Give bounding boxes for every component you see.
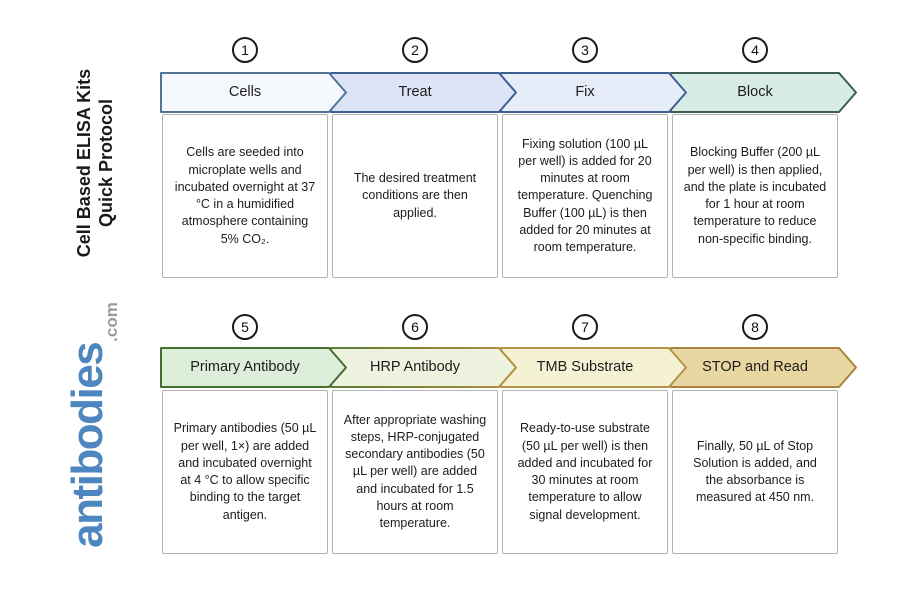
step-8-description: Finally, 50 µL of Stop Solution is added…: [693, 438, 817, 505]
step-5-number: 5: [241, 319, 249, 335]
step-2-description: The desired treatment conditions are the…: [353, 171, 477, 220]
step-5-description-box: Primary antibodies (50 µL per well, 1×) …: [162, 390, 328, 554]
step-4-number-badge: 4: [742, 37, 768, 63]
step-5-arrow-shape: [160, 347, 347, 388]
step-3-label: Fix: [575, 84, 595, 100]
step-2-number: 2: [411, 42, 419, 58]
step-7-description: Ready-to-use substrate (50 µL per well) …: [517, 421, 653, 522]
step-3-description: Fixing solution (100 µL per well) is add…: [517, 136, 653, 255]
diagram-title-line2: Quick Protocol: [96, 98, 116, 228]
brand-name: antibodies: [63, 342, 112, 548]
step-2-description-box: The desired treatment conditions are the…: [332, 114, 498, 278]
step-1-description-box: Cells are seeded into microplate wells a…: [162, 114, 328, 278]
step-1-arrow-shape: [160, 72, 347, 113]
step-6-description-box: After appropriate washing steps, HRP-con…: [332, 390, 498, 554]
step-3-number: 3: [581, 42, 589, 58]
step-5-description: Primary antibodies (50 µL per well, 1×) …: [173, 421, 317, 522]
step-1-label: Cells: [228, 84, 262, 100]
diagram-title-line1: Cell Based ELISA Kits: [74, 68, 94, 258]
step-7-number-badge: 7: [572, 314, 598, 340]
step-1-arrow: [160, 72, 347, 113]
step-4-description: Blocking Buffer (200 µL per well) is the…: [683, 145, 827, 246]
step-5-label: Primary Antibody: [190, 359, 300, 375]
step-6-number-badge: 6: [402, 314, 428, 340]
step-8-description-box: Finally, 50 µL of Stop Solution is added…: [672, 390, 838, 554]
step-8-label: STOP and Read: [702, 359, 808, 375]
step-3-number-badge: 3: [572, 37, 598, 63]
step-2-label: Treat: [398, 84, 432, 100]
step-6-description: After appropriate washing steps, HRP-con…: [343, 412, 487, 531]
step-1-description: Cells are seeded into microplate wells a…: [174, 145, 316, 246]
step-7-number: 7: [581, 319, 589, 335]
brand-logo: antibodies.com: [53, 275, 123, 575]
step-8-number: 8: [751, 319, 759, 335]
step-1-number: 1: [241, 42, 249, 58]
brand-suffix: .com: [102, 302, 121, 342]
step-5-arrow: [160, 347, 347, 388]
step-7-label: TMB Substrate: [536, 359, 634, 375]
step-5-number-badge: 5: [232, 314, 258, 340]
step-2-number-badge: 2: [402, 37, 428, 63]
step-4-label: Block: [737, 84, 773, 100]
step-3-description-box: Fixing solution (100 µL per well) is add…: [502, 114, 668, 278]
diagram-title: Cell Based ELISA Kits Quick Protocol: [73, 33, 117, 293]
step-4-number: 4: [751, 42, 759, 58]
step-6-number: 6: [411, 319, 419, 335]
step-7-description-box: Ready-to-use substrate (50 µL per well) …: [502, 390, 668, 554]
step-8-number-badge: 8: [742, 314, 768, 340]
step-6-label: HRP Antibody: [369, 359, 460, 375]
step-4-description-box: Blocking Buffer (200 µL per well) is the…: [672, 114, 838, 278]
step-1-number-badge: 1: [232, 37, 258, 63]
